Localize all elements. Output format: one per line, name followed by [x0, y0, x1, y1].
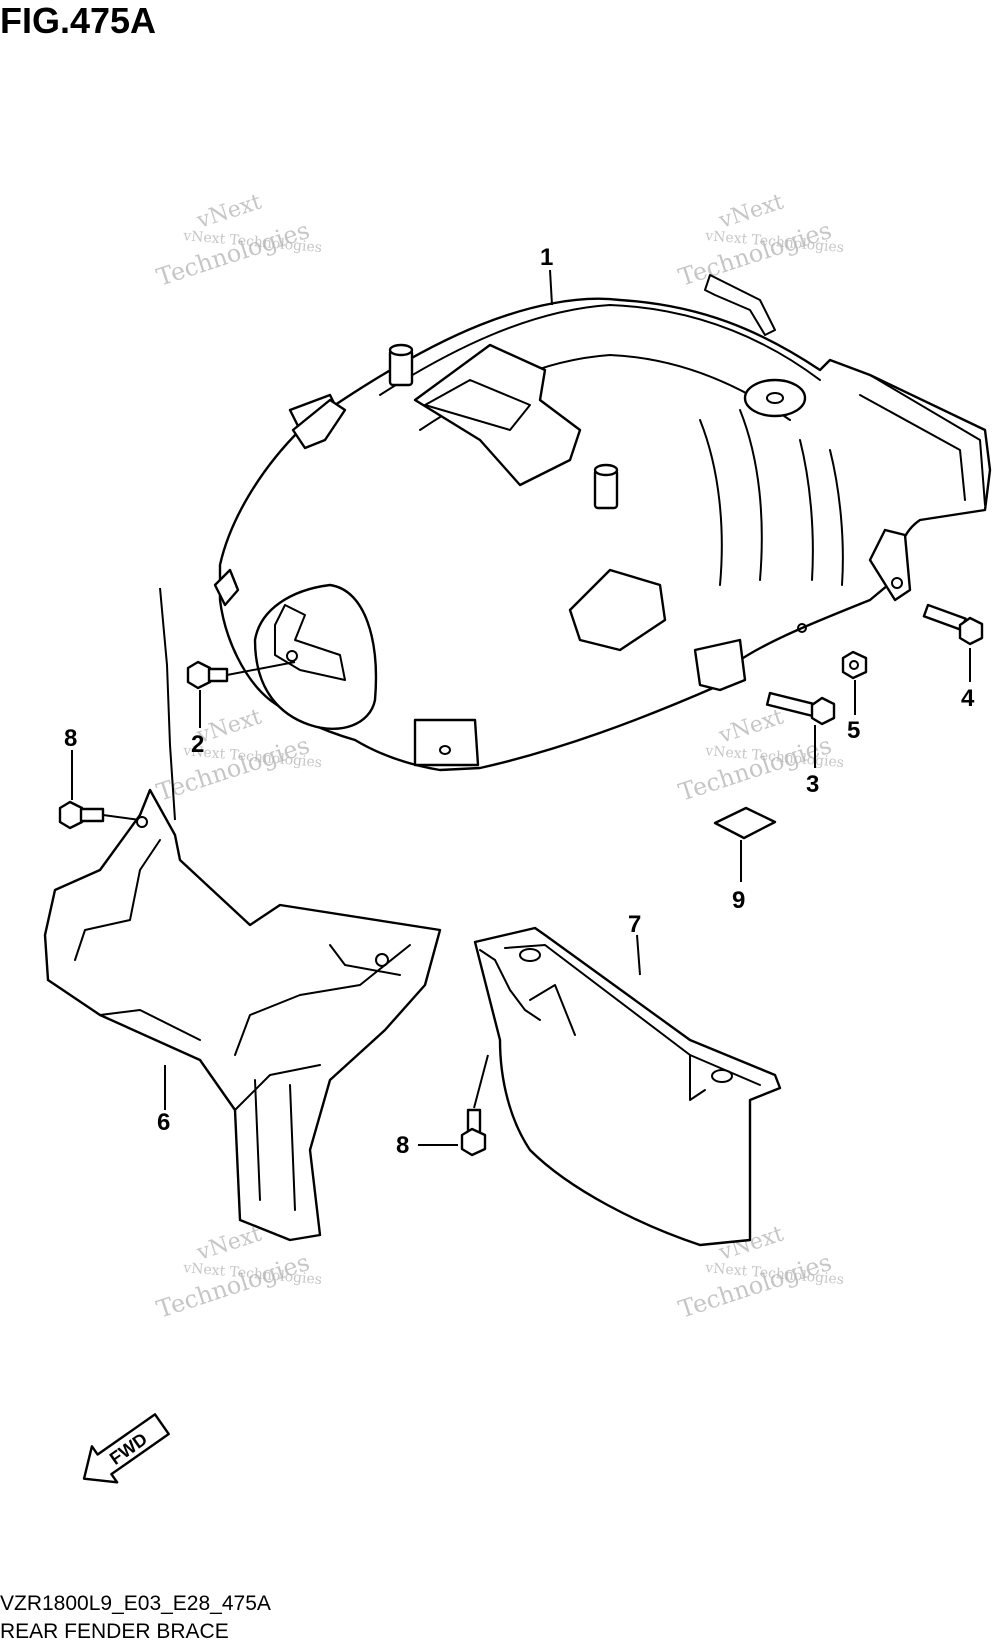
- part-9-pad: [713, 806, 777, 840]
- part-8-bolt-upper: [58, 800, 141, 830]
- part-8-bolt-lower: [460, 1108, 487, 1157]
- model-code: VZR1800L9_E03_E28_475A: [0, 1592, 271, 1615]
- leader-lines: [71, 269, 971, 1146]
- diagram-caption: REAR FENDER BRACE: [0, 1620, 229, 1643]
- watermark-top-left: vNext Technologies vNext Technologies: [153, 190, 322, 292]
- svg-text:Technologies: Technologies: [153, 1248, 313, 1324]
- callout-4: 4: [961, 685, 975, 712]
- forward-direction-arrow: FWD: [82, 1413, 170, 1484]
- svg-text:vNext: vNext: [193, 1222, 265, 1267]
- part-7-side-plate: [473, 926, 782, 1247]
- svg-text:Technologies: Technologies: [675, 216, 835, 292]
- part-5-nut: [841, 650, 868, 680]
- callout-1: 1: [540, 244, 553, 271]
- part-3-bolt: [765, 691, 836, 726]
- part-6-lower-guard: [43, 788, 442, 1242]
- callout-5: 5: [847, 717, 860, 744]
- callout-6: 6: [157, 1109, 170, 1136]
- svg-text:vNext: vNext: [715, 705, 787, 750]
- callout-7: 7: [628, 911, 641, 938]
- svg-text:vNext: vNext: [193, 190, 265, 235]
- part-4-bolt: [922, 603, 984, 646]
- svg-text:Technologies: Technologies: [153, 731, 313, 807]
- callout-3: 3: [806, 771, 819, 798]
- svg-text:vNext: vNext: [715, 190, 787, 235]
- svg-text:Technologies: Technologies: [675, 1248, 835, 1324]
- callout-9: 9: [732, 887, 745, 914]
- part-2-bolt: [186, 660, 296, 690]
- callout-8-lower: 8: [396, 1132, 409, 1159]
- callout-8-upper: 8: [64, 725, 77, 752]
- watermark-top-right: vNext Technologies vNext Technologies: [675, 190, 844, 292]
- svg-text:Technologies: Technologies: [153, 216, 313, 292]
- callout-2: 2: [191, 731, 204, 758]
- part-1-rear-fender: [213, 274, 992, 772]
- figure-title: FIG.475A: [0, 0, 157, 41]
